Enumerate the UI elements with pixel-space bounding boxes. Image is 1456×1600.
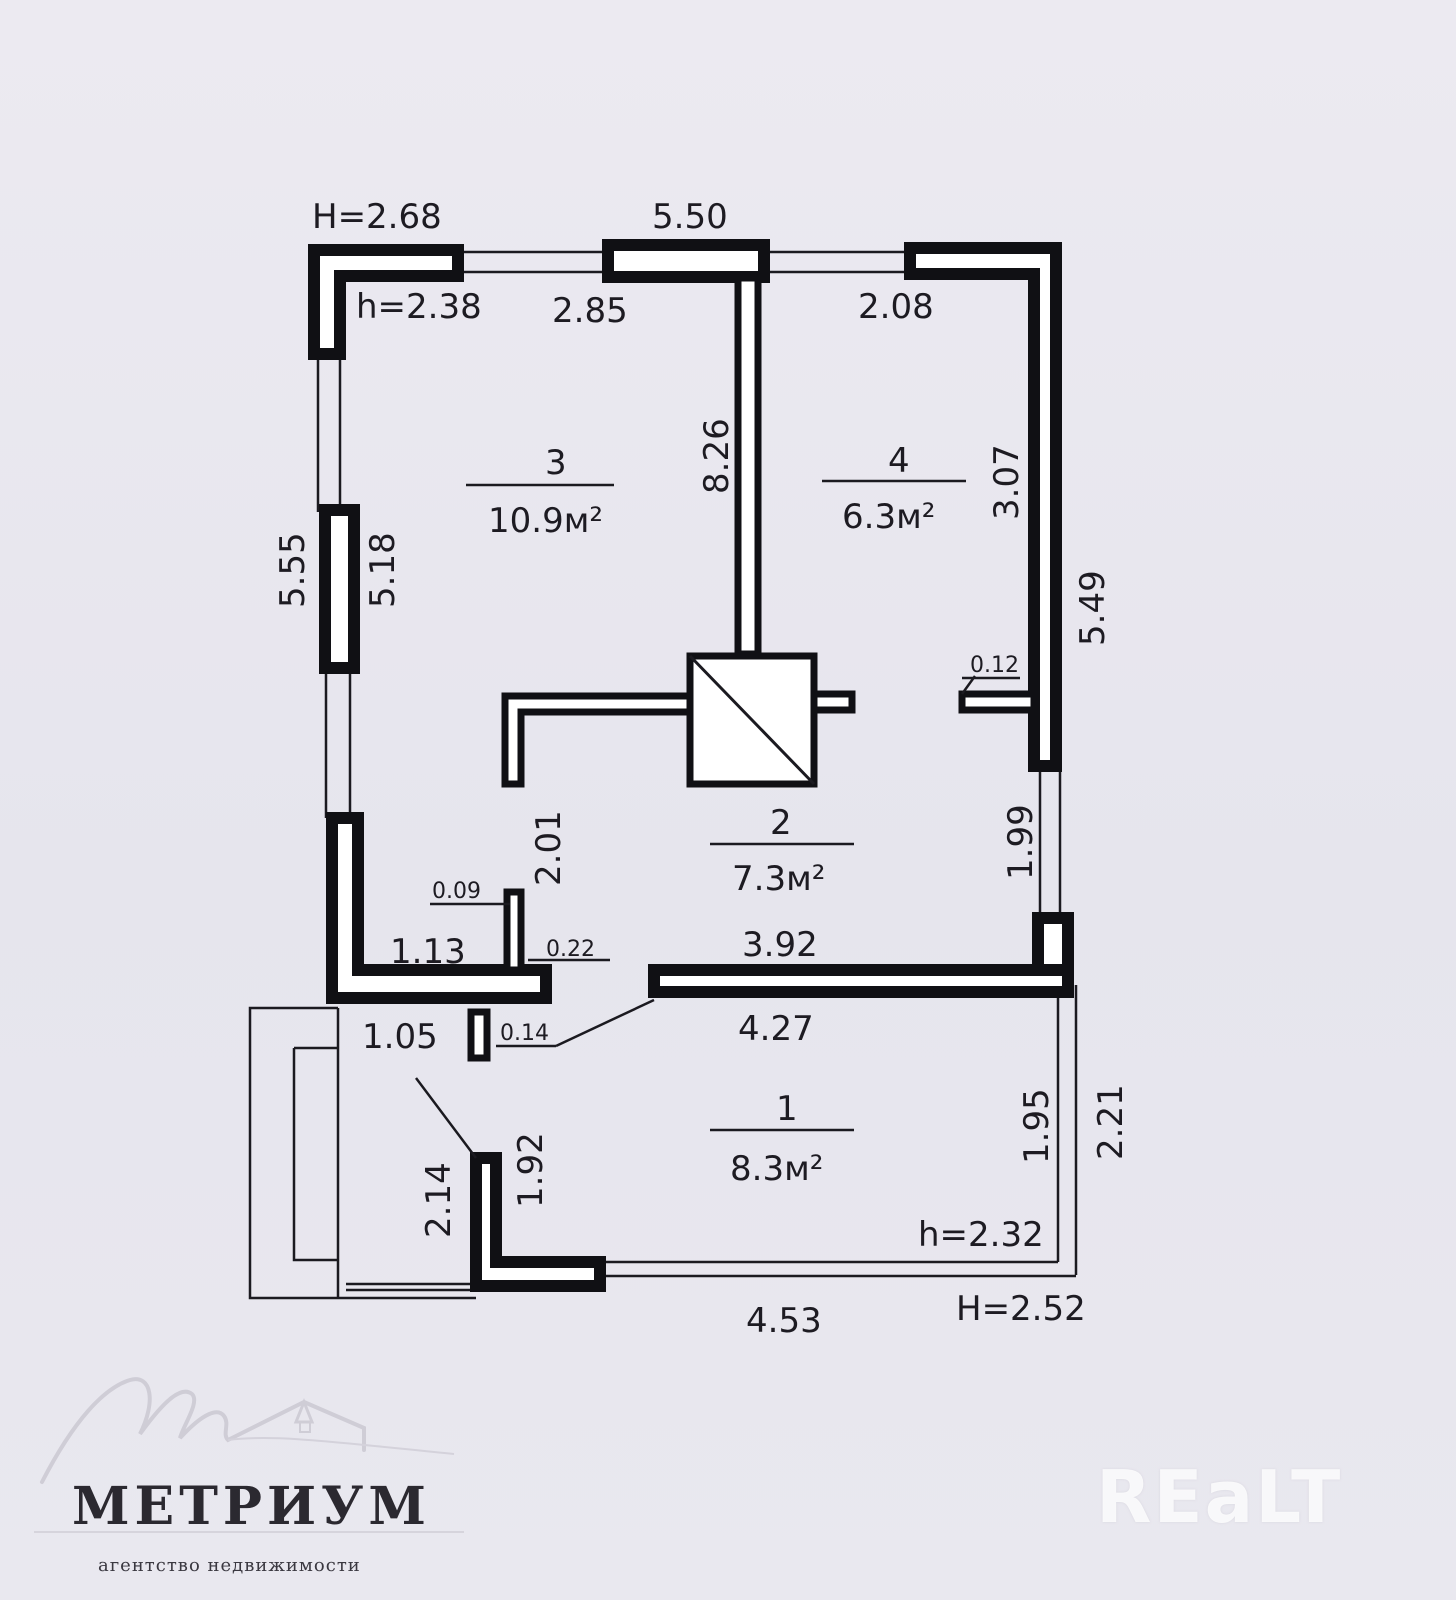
dim-small-0-14: 0.14 xyxy=(500,1021,549,1046)
dim-partition-3-4: 8.26 xyxy=(697,418,737,494)
room-2-number: 2 xyxy=(770,803,792,843)
room-4-number: 4 xyxy=(888,441,910,481)
dim-small-0-09: 0.09 xyxy=(432,879,481,904)
room-1-area: 8.3м² xyxy=(730,1149,823,1189)
dim-room4-side: 3.07 xyxy=(987,444,1027,520)
dim-room4-top: 2.08 xyxy=(858,287,934,327)
dim-entry-1-05: 1.05 xyxy=(362,1017,438,1057)
window-lines xyxy=(316,250,1078,1278)
porch xyxy=(248,1006,476,1300)
agency-tagline: агентство недвижимости xyxy=(98,1555,361,1576)
walls xyxy=(308,239,1074,1292)
dim-room3-top: 2.85 xyxy=(552,291,628,331)
dim-room2-side: 2.01 xyxy=(529,810,569,886)
room-3-number: 3 xyxy=(545,443,567,483)
dim-wall-1-13: 1.13 xyxy=(390,932,466,972)
height-h-bottom: h=2.32 xyxy=(918,1215,1044,1255)
leader-lines xyxy=(415,479,1020,1159)
realt-watermark: REaLT xyxy=(1096,1455,1343,1539)
partitions xyxy=(467,274,1038,1062)
dim-left-outer: 5.55 xyxy=(273,532,313,608)
dim-room1-left: 1.92 xyxy=(511,1132,551,1208)
room-3-area: 10.9м² xyxy=(488,501,603,541)
height-H-bottom: H=2.52 xyxy=(956,1289,1086,1329)
room-4-area: 6.3м² xyxy=(842,497,935,537)
height-H-top: H=2.68 xyxy=(312,197,442,237)
agency-logo-icon xyxy=(34,1377,464,1533)
dim-small-0-22: 0.22 xyxy=(546,937,595,962)
dim-left-inner: 5.18 xyxy=(363,532,403,608)
dim-room1-top: 4.27 xyxy=(738,1009,814,1049)
dim-top-total: 5.50 xyxy=(652,197,728,237)
height-h-top: h=2.38 xyxy=(356,287,482,327)
dim-room1-right: 1.95 xyxy=(1017,1088,1057,1164)
dim-room2-right: 1.99 xyxy=(1001,804,1041,880)
dim-right-lower-outer: 2.21 xyxy=(1091,1084,1131,1160)
dim-right-outer: 5.49 xyxy=(1073,570,1113,646)
dim-room2-bottom: 3.92 xyxy=(742,925,818,965)
room-2-area: 7.3м² xyxy=(732,859,825,899)
agency-name: МЕТРИУМ xyxy=(72,1476,431,1537)
dim-stub-0-12: 0.12 xyxy=(970,653,1019,678)
dim-bottom-total: 4.53 xyxy=(746,1301,822,1341)
dim-entry-2-14: 2.14 xyxy=(419,1162,459,1238)
room-1-number: 1 xyxy=(776,1089,798,1129)
